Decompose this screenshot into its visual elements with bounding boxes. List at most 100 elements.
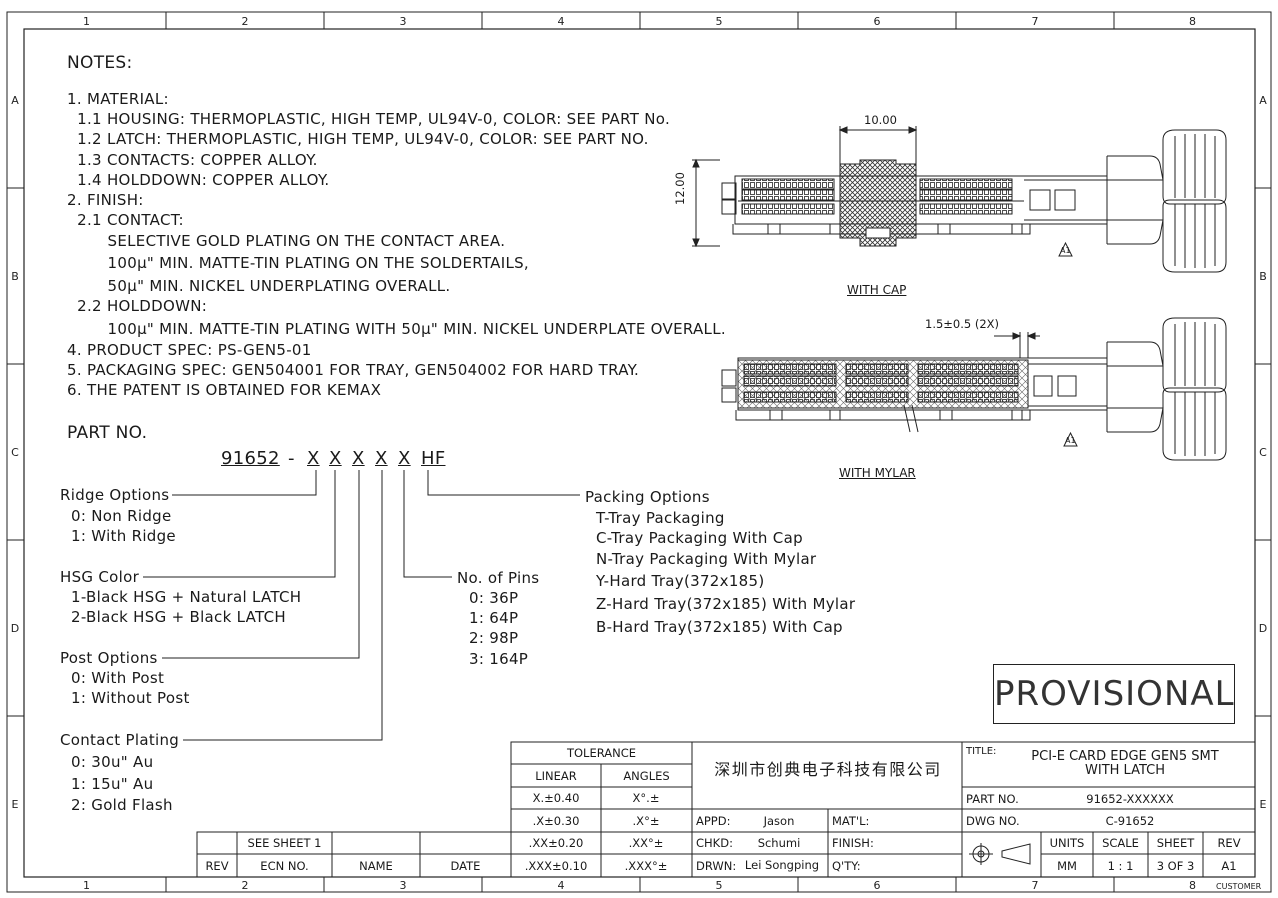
zone-column-label: 4: [558, 15, 565, 28]
zone-column-label: 8: [1189, 879, 1196, 892]
zone-column-label: 3: [400, 15, 407, 28]
rev-marker-cap: A1: [1060, 246, 1071, 255]
angle-tolerance: .X°±: [632, 814, 660, 828]
part-no-heading: PART NO.: [67, 423, 148, 443]
post-option: 1: Without Post: [71, 689, 190, 707]
part-no-code-1: X: [307, 448, 320, 469]
zone-row-label: D: [11, 622, 19, 635]
angle-tolerance: X°.±: [632, 791, 660, 805]
zone-row-label: D: [1259, 622, 1267, 635]
tolerance-header: TOLERANCE: [566, 746, 637, 760]
note-line: 50µ" MIN. NICKEL UNDERPLATING OVERALL.: [67, 277, 451, 295]
dim-height: 12.00: [673, 172, 687, 205]
packing-option: C-Tray Packaging With Cap: [596, 529, 803, 547]
units-label: UNITS: [1049, 836, 1085, 850]
post-options-title: Post Options: [60, 649, 158, 667]
with-cap-label: WITH CAP: [847, 283, 907, 297]
part-no-code-2: X: [329, 448, 342, 469]
ridge-option: 0: Non Ridge: [71, 507, 172, 525]
zone-column-label: 7: [1032, 879, 1039, 892]
drawing-title-2: WITH LATCH: [1085, 763, 1165, 778]
drawing-title-1: PCI-E CARD EDGE GEN5 SMT: [1031, 749, 1219, 764]
qty-label: Q'TY:: [832, 859, 861, 873]
note-line: 100µ" MIN. MATTE-TIN PLATING ON THE SOLD…: [67, 254, 529, 272]
part-no-base: 91652: [221, 448, 280, 469]
ecn-column: ECN NO.: [260, 859, 309, 873]
dim-offset: 1.5±0.5 (2X): [925, 317, 1000, 331]
note-line: 4. PRODUCT SPEC: PS-GEN5-01: [67, 341, 312, 359]
chkd-value: Schumi: [757, 836, 801, 850]
pins-option: 0: 36P: [469, 589, 519, 607]
zone-column-label: 8: [1189, 15, 1196, 28]
contact-plating-title: Contact Plating: [60, 731, 180, 749]
material-label: MAT'L:: [832, 814, 870, 828]
part-no-code-3: X: [352, 448, 365, 469]
zone-column-label: 5: [716, 879, 723, 892]
appd-label: APPD:: [696, 814, 731, 828]
zone-row-label: E: [1260, 798, 1267, 811]
zone-column-label: 6: [874, 15, 881, 28]
packing-options-title: Packing Options: [585, 488, 710, 506]
appd-value: Jason: [763, 814, 795, 828]
note-line: 5. PACKAGING SPEC: GEN504001 FOR TRAY, G…: [67, 361, 640, 379]
note-line: 1.3 CONTACTS: COPPER ALLOY.: [67, 151, 318, 169]
zone-column-label: 1: [83, 15, 90, 28]
linear-tolerance: .XX±0.20: [528, 836, 584, 850]
part-no-value: 91652-XXXXXX: [1086, 792, 1174, 806]
sheet-label: SHEET: [1156, 836, 1195, 850]
part-no-code-6: HF: [421, 448, 446, 469]
sheet-value: 3 OF 3: [1156, 859, 1195, 873]
finish-label: FINISH:: [832, 836, 874, 850]
packing-option: Y-Hard Tray(372x185): [596, 572, 765, 590]
linear-header: LINEAR: [535, 769, 577, 783]
note-line: 6. THE PATENT IS OBTAINED FOR KEMAX: [67, 381, 382, 399]
angle-tolerance: .XXX°±: [624, 859, 668, 873]
note-line: 100µ" MIN. MATTE-TIN PLATING WITH 50µ" M…: [67, 320, 726, 338]
notes-heading: NOTES:: [67, 53, 133, 73]
scale-label: SCALE: [1102, 836, 1139, 850]
plating-option: 1: 15u" Au: [71, 775, 154, 793]
customer-label: CUSTOMER: [1216, 882, 1262, 891]
zone-row-label: E: [12, 798, 19, 811]
zone-column-label: 2: [242, 15, 249, 28]
linear-tolerance: X.±0.40: [532, 791, 580, 805]
linear-tolerance: .X±0.30: [532, 814, 580, 828]
zone-column-label: 7: [1032, 15, 1039, 28]
pins-title: No. of Pins: [457, 569, 540, 587]
post-option: 0: With Post: [71, 669, 165, 687]
provisional-stamp: PROVISIONAL: [993, 664, 1235, 724]
scale-value: 1 : 1: [1107, 859, 1134, 873]
see-sheet-note: SEE SHEET 1: [247, 836, 322, 850]
drwn-label: DRWN:: [696, 859, 737, 873]
rev-label: REV: [1217, 836, 1241, 850]
zone-column-label: 4: [558, 879, 565, 892]
note-line: 1.4 HOLDDOWN: COPPER ALLOY.: [67, 171, 330, 189]
zone-column-label: 2: [242, 879, 249, 892]
rev-column: REV: [205, 859, 229, 873]
title-label: TITLE:: [966, 746, 997, 757]
packing-option: Z-Hard Tray(372x185) With Mylar: [596, 595, 856, 613]
rev-marker-mylar: A1: [1065, 436, 1076, 445]
dwg-no-label: DWG NO.: [966, 814, 1020, 828]
angle-tolerance: .XX°±: [628, 836, 664, 850]
zone-column-label: 5: [716, 15, 723, 28]
hsg-option: 1-Black HSG + Natural LATCH: [71, 588, 302, 606]
date-column: DATE: [450, 859, 481, 873]
note-line: SELECTIVE GOLD PLATING ON THE CONTACT AR…: [67, 232, 506, 250]
units-value: MM: [1057, 859, 1077, 873]
plating-option: 2: Gold Flash: [71, 796, 173, 814]
ridge-options-title: Ridge Options: [60, 486, 170, 504]
part-no-label: PART NO.: [966, 792, 1019, 806]
with-mylar-label: WITH MYLAR: [839, 466, 916, 480]
part-no-code-5: X: [398, 448, 411, 469]
dim-width: 10.00: [864, 113, 897, 127]
note-line: 1. MATERIAL:: [67, 90, 169, 108]
hsg-option: 2-Black HSG + Black LATCH: [71, 608, 286, 626]
note-line: 2. FINISH:: [67, 191, 144, 209]
part-no-dash: -: [288, 448, 295, 469]
packing-option: B-Hard Tray(372x185) With Cap: [596, 618, 843, 636]
zone-row-label: B: [1259, 270, 1267, 283]
rev-value: A1: [1221, 859, 1237, 873]
zone-row-label: A: [1259, 94, 1267, 107]
